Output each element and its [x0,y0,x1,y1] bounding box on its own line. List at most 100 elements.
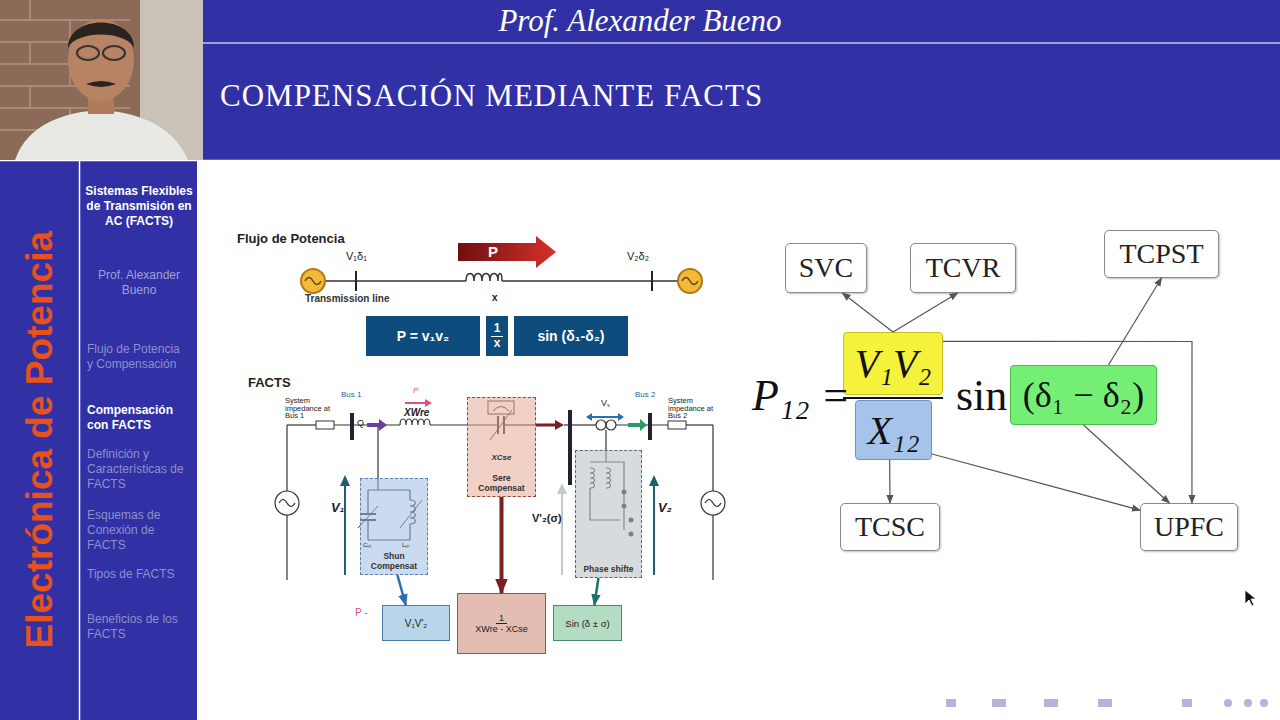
component-label: Cₛₕ [363,542,371,549]
reactive-power-arrow [367,419,387,431]
box-text: UPFC [1154,511,1224,543]
box-text: Sere Compensat [468,474,535,493]
box-text: Phase shifte [583,565,633,574]
generator-symbol [701,491,725,515]
connector-arrow [594,578,598,605]
voltage-label: V₂ [658,500,672,515]
box-text: Compensación con FACTS [87,403,187,433]
device-box: UPFC [1140,503,1238,551]
nav-icon [1182,699,1192,707]
power-label: P [488,243,498,260]
formula-box: P = v₁v₂ [366,316,480,356]
box-text: (δ₁ − δ₂) [1023,374,1144,416]
device-box: TCVR [910,243,1016,293]
device-box: TCPST [1104,230,1219,278]
box-text: Flujo de Potencia y Compensación [87,342,187,372]
factor-box: V₁V'₂ [382,605,450,641]
connector-arrow [1084,425,1170,503]
device-box: SVC [785,243,867,293]
box-text: Definición y Características de FACTS [87,447,187,492]
power-arrow [458,236,556,268]
generator-symbol [678,269,702,293]
power-arrow [405,399,432,407]
transformer-symbol [606,420,616,430]
nav-icons [946,699,1268,707]
inductor-symbol [400,419,430,425]
person-glasses [103,46,125,60]
bus-label: Bus 2 [635,391,655,400]
header-band [203,0,1280,160]
box-text: Esquemas de Conexión de FACTS [87,508,187,553]
formula-label: sin [956,370,1007,421]
person-shirt [15,110,188,160]
box-text: Shun Compensat [361,552,427,571]
voltage-arrow [590,416,620,418]
person-mustache [86,81,116,87]
connector-arrow [500,497,504,593]
person-head [68,19,134,101]
impedance-symbol [316,421,334,429]
connector-arrow [842,293,893,332]
compensator-box: Shun Compensat [360,478,428,575]
nav-icon [1044,699,1058,707]
box-text: Prof. Alexander Bueno [84,268,194,298]
bus-bar [651,271,653,291]
reactive-power-label: Q [357,419,364,429]
voltage-label: V₁δ₁ [346,250,367,262]
transformer-symbol [596,420,606,430]
formula-box: 1x [486,316,508,356]
connector-arrow [943,341,1192,503]
box-text: Sin (δ ± σ) [565,618,609,629]
generator-symbol [275,491,299,515]
impedance-label: System impedance at Bus 1 [285,397,341,420]
voltage-arrow [649,475,659,486]
connector-arrow [932,454,1140,510]
voltage-arrow [344,484,346,575]
compensator-box: XCseSere Compensat [467,397,536,497]
nav-icon [1098,699,1112,707]
sine-symbol [305,278,321,285]
box-text: V₁V₂ [855,340,932,387]
formula-term: V₁V₂ [843,332,943,395]
voltage-arrow [561,492,563,575]
reactance-label: XWre [404,407,429,418]
formula-label: P₁₂ = [752,370,850,421]
section-heading: Flujo de Potencia [237,231,345,246]
section-heading: FACTS [248,375,291,390]
voltage-arrow [618,413,624,421]
box-text: 1 [496,613,507,624]
voltage-arrow [557,483,567,494]
flow-arrow [536,424,556,427]
box-text: XWre - XCse [475,624,527,634]
generator-symbol [301,269,325,293]
bus-bar [355,271,357,291]
nav-icon [992,699,1006,707]
flow-arrow [555,420,564,430]
author-name: Prof. Alexander Bueno [498,3,781,39]
person-hair [68,23,134,49]
bus-label: Bus 1 [341,391,361,400]
nav-icon [1224,699,1232,707]
voltage-label: V₂δ₂ [627,250,649,262]
nav-sidebar: Sistemas Flexibles de Transmisión en AC … [80,160,197,720]
factor-box: Sin (δ ± σ) [553,605,622,641]
box-text: Electrónica de Potencia [19,231,61,648]
voltage-arrow [340,475,350,486]
wire [686,424,713,425]
connector-arrow [397,575,405,605]
box-text: Beneficios de los FACTS [87,612,187,642]
power-label: P - [355,607,368,618]
connector-arrow [889,460,891,503]
impedance-label: System impedance at Bus 2 [668,397,724,420]
bus-bar [568,410,572,485]
nav-icon [946,699,956,707]
inductor-symbol [466,274,502,282]
header-rule [203,42,1280,44]
course-band: Electrónica de Potencia [0,160,80,720]
formula-term: X₁₂ [855,400,932,460]
box-text: TCSC [855,511,925,543]
webcam-background [0,0,203,160]
